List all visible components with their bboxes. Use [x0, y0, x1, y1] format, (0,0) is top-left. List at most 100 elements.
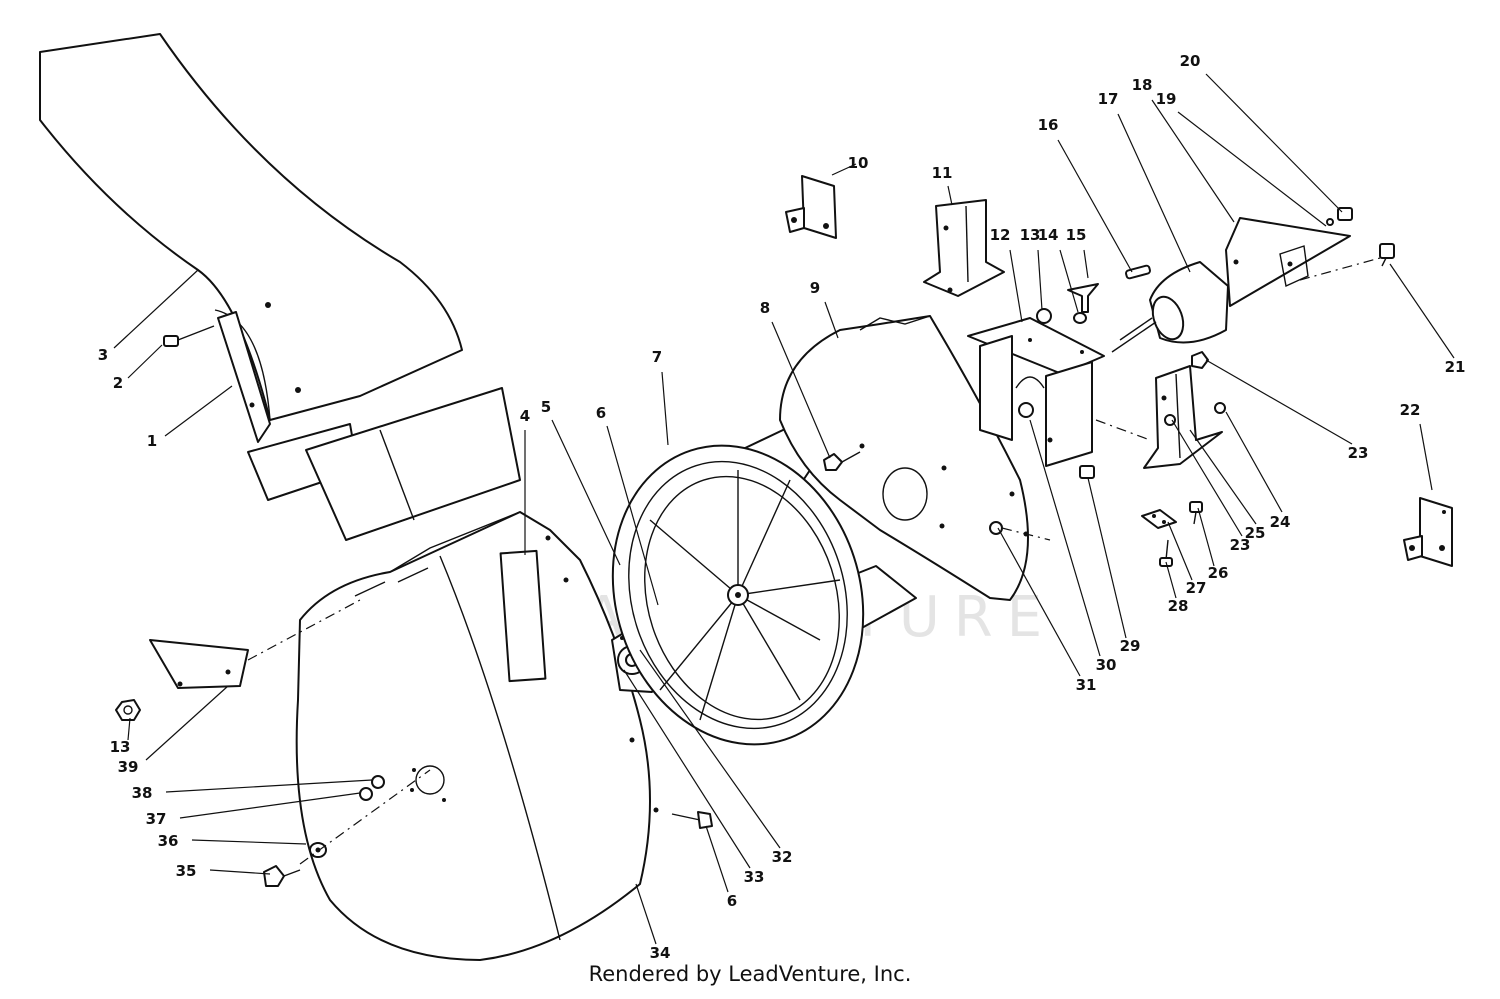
leader-line-c19: [1177, 111, 1327, 227]
leader-line-c8: [771, 321, 831, 459]
part-bolt-21: [1379, 243, 1395, 267]
part-chute-adapter: [247, 387, 521, 541]
part-motor-mount-12: [967, 317, 1105, 467]
part-nut-13-top: [1036, 308, 1052, 324]
leader-line-c14: [1059, 249, 1079, 313]
callout-c35: 35: [176, 862, 197, 880]
leader-line-c16: [1057, 139, 1133, 273]
leader-line-c15: [1083, 249, 1089, 279]
part-impeller: [611, 419, 917, 746]
callout-c30: 30: [1096, 656, 1117, 674]
leader-line-c2: [127, 344, 163, 379]
footer-credit: Rendered by LeadVenture, Inc.: [588, 962, 912, 986]
part-bolt-8: [823, 451, 861, 471]
leader-line-c28: [1165, 561, 1177, 599]
leader-line-c20: [1205, 73, 1343, 213]
callout-c21: 21: [1445, 358, 1466, 376]
part-mounting-bracket-11: [923, 199, 1005, 297]
leader-line-c12: [1009, 249, 1023, 323]
part-bracket-22: [1403, 497, 1453, 567]
part-washer-36: [309, 842, 327, 858]
assembly-line-hub: [299, 769, 431, 865]
callout-c11: 11: [932, 164, 953, 182]
part-bolt-26: [1189, 501, 1203, 525]
leader-line-c22: [1419, 423, 1433, 491]
part-plate-27: [1141, 509, 1177, 529]
leader-line-c25: [1189, 429, 1257, 525]
callout-c31: 31: [1076, 676, 1097, 694]
callout-c28: 28: [1168, 597, 1189, 615]
leader-line-c10: [831, 163, 857, 176]
callout-c26: 26: [1208, 564, 1229, 582]
part-nut-13-left: [115, 699, 141, 721]
leader-line-c29: [1087, 477, 1127, 639]
callout-c38: 38: [132, 784, 153, 802]
callout-c1: 1: [147, 432, 157, 450]
part-bolt-2: [163, 325, 215, 347]
leader-line-c1: [164, 385, 233, 437]
part-deflector-plate-39: [149, 639, 249, 689]
callout-c39: 39: [118, 758, 139, 776]
part-discharge-chute: [39, 33, 463, 421]
callout-c14: 14: [1038, 226, 1059, 244]
leader-line-c24: [1225, 411, 1283, 513]
leader-line-c3: [113, 269, 199, 349]
callout-c20: 20: [1180, 52, 1201, 70]
part-nut-30: [1018, 402, 1034, 418]
part-chute-bracket: [217, 311, 271, 443]
callout-c7: 7: [652, 348, 662, 366]
part-bolt-29: [1079, 465, 1095, 479]
part-washer-19: [1326, 218, 1334, 226]
callout-c4: 4: [520, 407, 530, 425]
callout-c23b: 23: [1230, 536, 1251, 554]
leader-line-c7: [661, 371, 669, 446]
callout-c19: 19: [1156, 90, 1177, 108]
leader-line-c9: [824, 301, 839, 339]
callout-c15: 15: [1066, 226, 1087, 244]
part-back-plate: [779, 315, 1029, 601]
leader-line-c11: [947, 185, 953, 206]
part-washer-14: [1073, 312, 1087, 324]
leader-line-c37: [179, 792, 361, 819]
leader-line-c35: [209, 869, 271, 875]
callout-c25: 25: [1245, 524, 1266, 542]
part-nut-24: [1214, 402, 1226, 414]
part-key-16: [1125, 264, 1151, 280]
leader-line-c6a: [606, 425, 659, 606]
leader-line-c18: [1151, 99, 1235, 223]
leader-line-c33: [623, 669, 751, 869]
callout-c34: 34: [650, 944, 671, 962]
callout-c37: 37: [146, 810, 167, 828]
leader-line-c6b: [705, 825, 729, 893]
leader-line-c31: [997, 527, 1081, 677]
leader-line-c30: [1029, 419, 1101, 657]
callout-c36: 36: [158, 832, 179, 850]
callout-c6b: 6: [727, 892, 737, 910]
part-bolt-6-lower: [653, 807, 713, 829]
leader-line-c27: [1167, 521, 1193, 581]
callout-c13b: 13: [110, 738, 131, 756]
callout-c17: 17: [1098, 90, 1119, 108]
leader-line-c5: [551, 419, 621, 566]
part-bracket-10: [785, 175, 837, 239]
part-motor-bracket-18: [1225, 217, 1351, 307]
callout-c24: 24: [1270, 513, 1291, 531]
callout-c9: 9: [810, 279, 820, 297]
callout-c8: 8: [760, 299, 770, 317]
callout-c12: 12: [990, 226, 1011, 244]
callout-c29: 29: [1120, 637, 1141, 655]
callout-c2: 2: [113, 374, 123, 392]
part-nut-23-lower: [1164, 414, 1176, 426]
part-nut-38: [371, 775, 385, 789]
callout-c22: 22: [1400, 401, 1421, 419]
part-bolt-35: [263, 865, 301, 887]
leader-line-c39: [145, 685, 229, 761]
part-nut-37: [359, 787, 373, 801]
callout-c27: 27: [1186, 579, 1207, 597]
part-blower-housing: [295, 511, 651, 961]
part-wing-bolt-15: [1067, 283, 1099, 313]
part-motor-17: [1111, 261, 1229, 353]
callout-c23a: 23: [1348, 444, 1369, 462]
callout-c18: 18: [1132, 76, 1153, 94]
